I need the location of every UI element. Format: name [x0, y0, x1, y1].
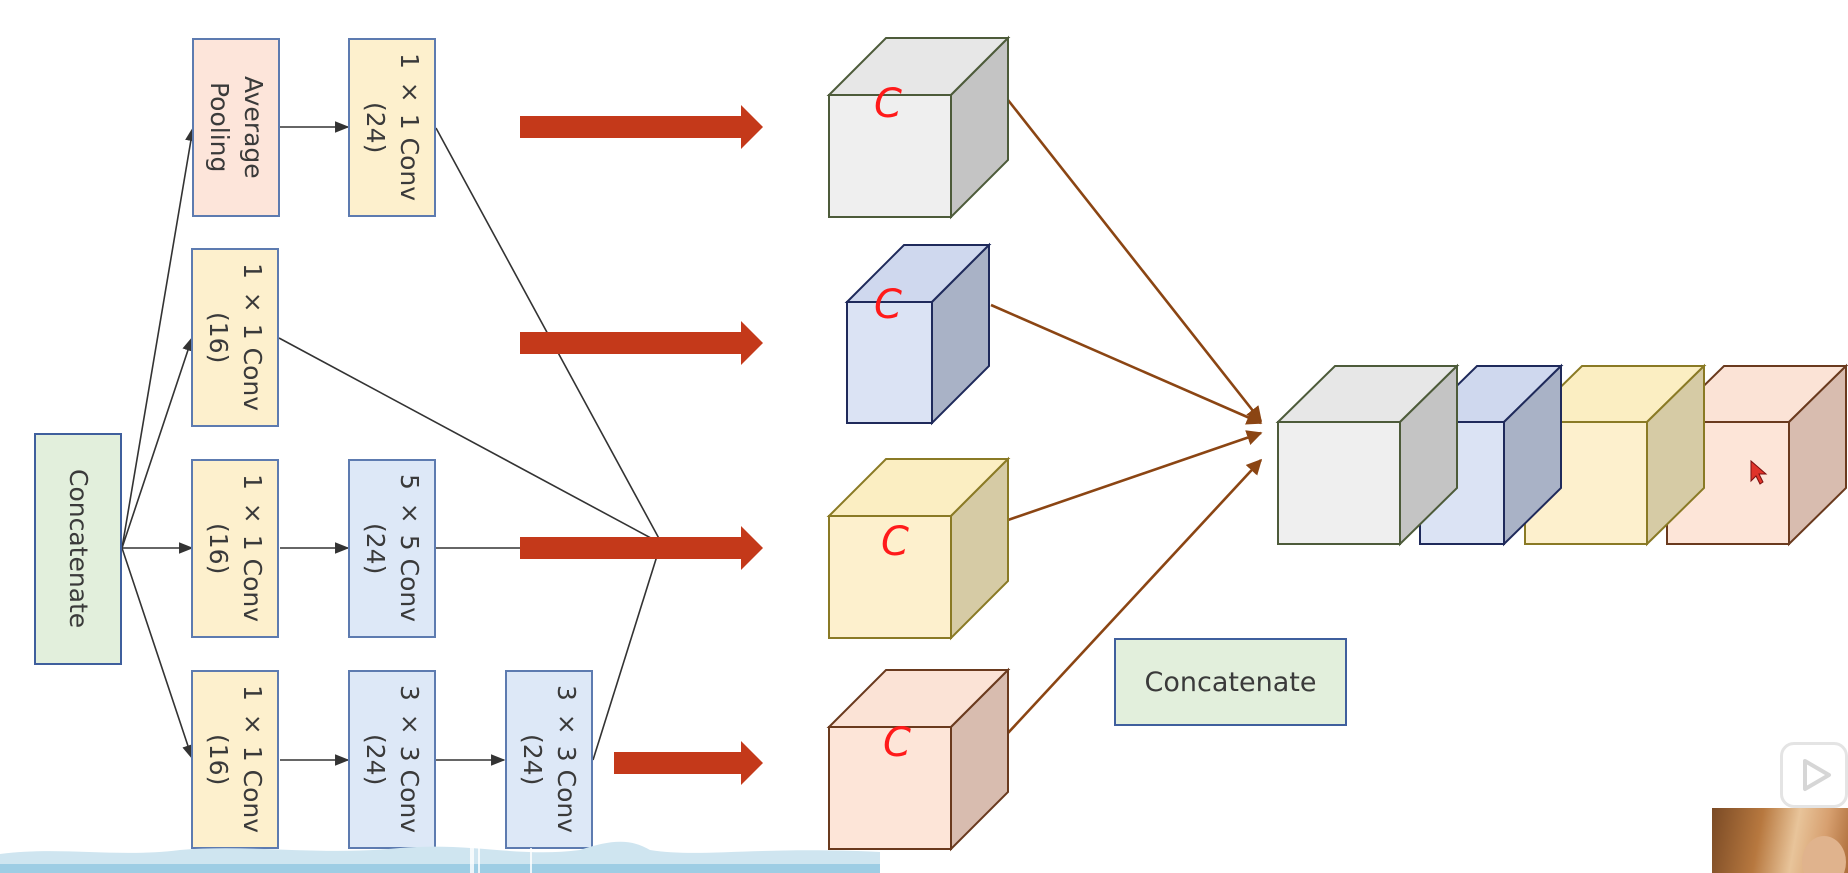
presenter-face — [1802, 836, 1846, 873]
thick-arrow-1 — [520, 105, 763, 149]
branch4-conv3-box: 3 × 3 Conv (24) — [505, 670, 593, 849]
handwritten-c-label: C — [874, 81, 902, 127]
video-progress-strip[interactable] — [0, 836, 880, 873]
branch3-conv2-label: 5 × 5 Conv (24) — [361, 474, 424, 623]
merge-arrows — [990, 99, 1263, 734]
edge-b4-to-merge — [592, 539, 663, 761]
edge-input-to-pool — [121, 126, 197, 549]
handwritten-c-label: C — [874, 282, 902, 328]
branch3-conv1-box: 1 × 1 Conv (16) — [191, 459, 279, 638]
cursor-icon — [1750, 459, 1768, 485]
thick-arrow-2 — [520, 321, 763, 365]
feature-cube-yellow — [826, 456, 1011, 641]
handwritten-c-label: C — [881, 519, 909, 565]
edge-b2-to-merge — [278, 337, 663, 545]
merge-arrow-3 — [1007, 430, 1263, 522]
output-concatenate-label: Concatenate — [1144, 666, 1317, 698]
thick-arrow-3 — [520, 526, 763, 570]
stacked-cube-gray — [1275, 363, 1460, 547]
average-pooling-box: Average Pooling — [192, 38, 280, 217]
merge-arrow-1 — [1006, 99, 1263, 423]
stacked-cube-blue — [1417, 363, 1564, 547]
average-pooling-label: Average Pooling — [205, 76, 268, 179]
feature-cubes: C C C C — [826, 35, 1011, 852]
feature-cube-gray — [826, 35, 1011, 220]
branch4-conv3-label: 3 × 3 Conv (24) — [518, 685, 581, 834]
merge-arrow-2 — [990, 303, 1263, 425]
stacked-cube-gray-front-face — [1277, 421, 1401, 545]
feature-cube-peach — [826, 667, 1011, 852]
branch2-conv-box: 1 × 1 Conv (16) — [191, 248, 279, 427]
branch3-conv2-box: 5 × 5 Conv (24) — [348, 459, 436, 638]
edge-input-to-branch4 — [121, 547, 194, 760]
play-icon — [1803, 759, 1831, 791]
branch4-conv2-box: 3 × 3 Conv (24) — [348, 670, 436, 849]
thick-arrows — [520, 105, 763, 785]
feature-cube-gray-front-face — [828, 94, 952, 218]
branch4-conv1-label: 1 × 1 Conv (16) — [204, 685, 267, 834]
branch3-conv1-label: 1 × 1 Conv (16) — [204, 474, 267, 623]
branch1-conv-label: 1 × 1 Conv (24) — [361, 53, 424, 202]
branch4-conv2-label: 3 × 3 Conv (24) — [361, 685, 424, 834]
feature-cube-blue-front-face — [846, 301, 933, 424]
webcam-thumbnail — [1712, 808, 1848, 873]
cursor-arrow-shape — [1750, 459, 1768, 485]
branch2-conv-label: 1 × 1 Conv (16) — [204, 263, 267, 412]
feature-cube-blue — [844, 242, 992, 426]
output-concatenate-box: Concatenate — [1114, 638, 1347, 726]
handwritten-c-label: C — [883, 720, 911, 766]
play-button[interactable] — [1780, 742, 1848, 808]
edge-input-to-branch2 — [121, 336, 194, 549]
input-concatenate-box: Concatenate — [34, 433, 122, 665]
branch1-conv-box: 1 × 1 Conv (24) — [348, 38, 436, 217]
feature-cube-yellow-front-face — [828, 515, 952, 639]
thick-arrow-4 — [614, 741, 763, 785]
feature-cube-peach-front-face — [828, 726, 952, 850]
concatenated-output-cubes — [1275, 363, 1848, 547]
input-concatenate-label: Concatenate — [64, 469, 93, 629]
merge-arrow-4 — [1007, 458, 1263, 734]
branch4-conv1-box: 1 × 1 Conv (16) — [191, 670, 279, 849]
